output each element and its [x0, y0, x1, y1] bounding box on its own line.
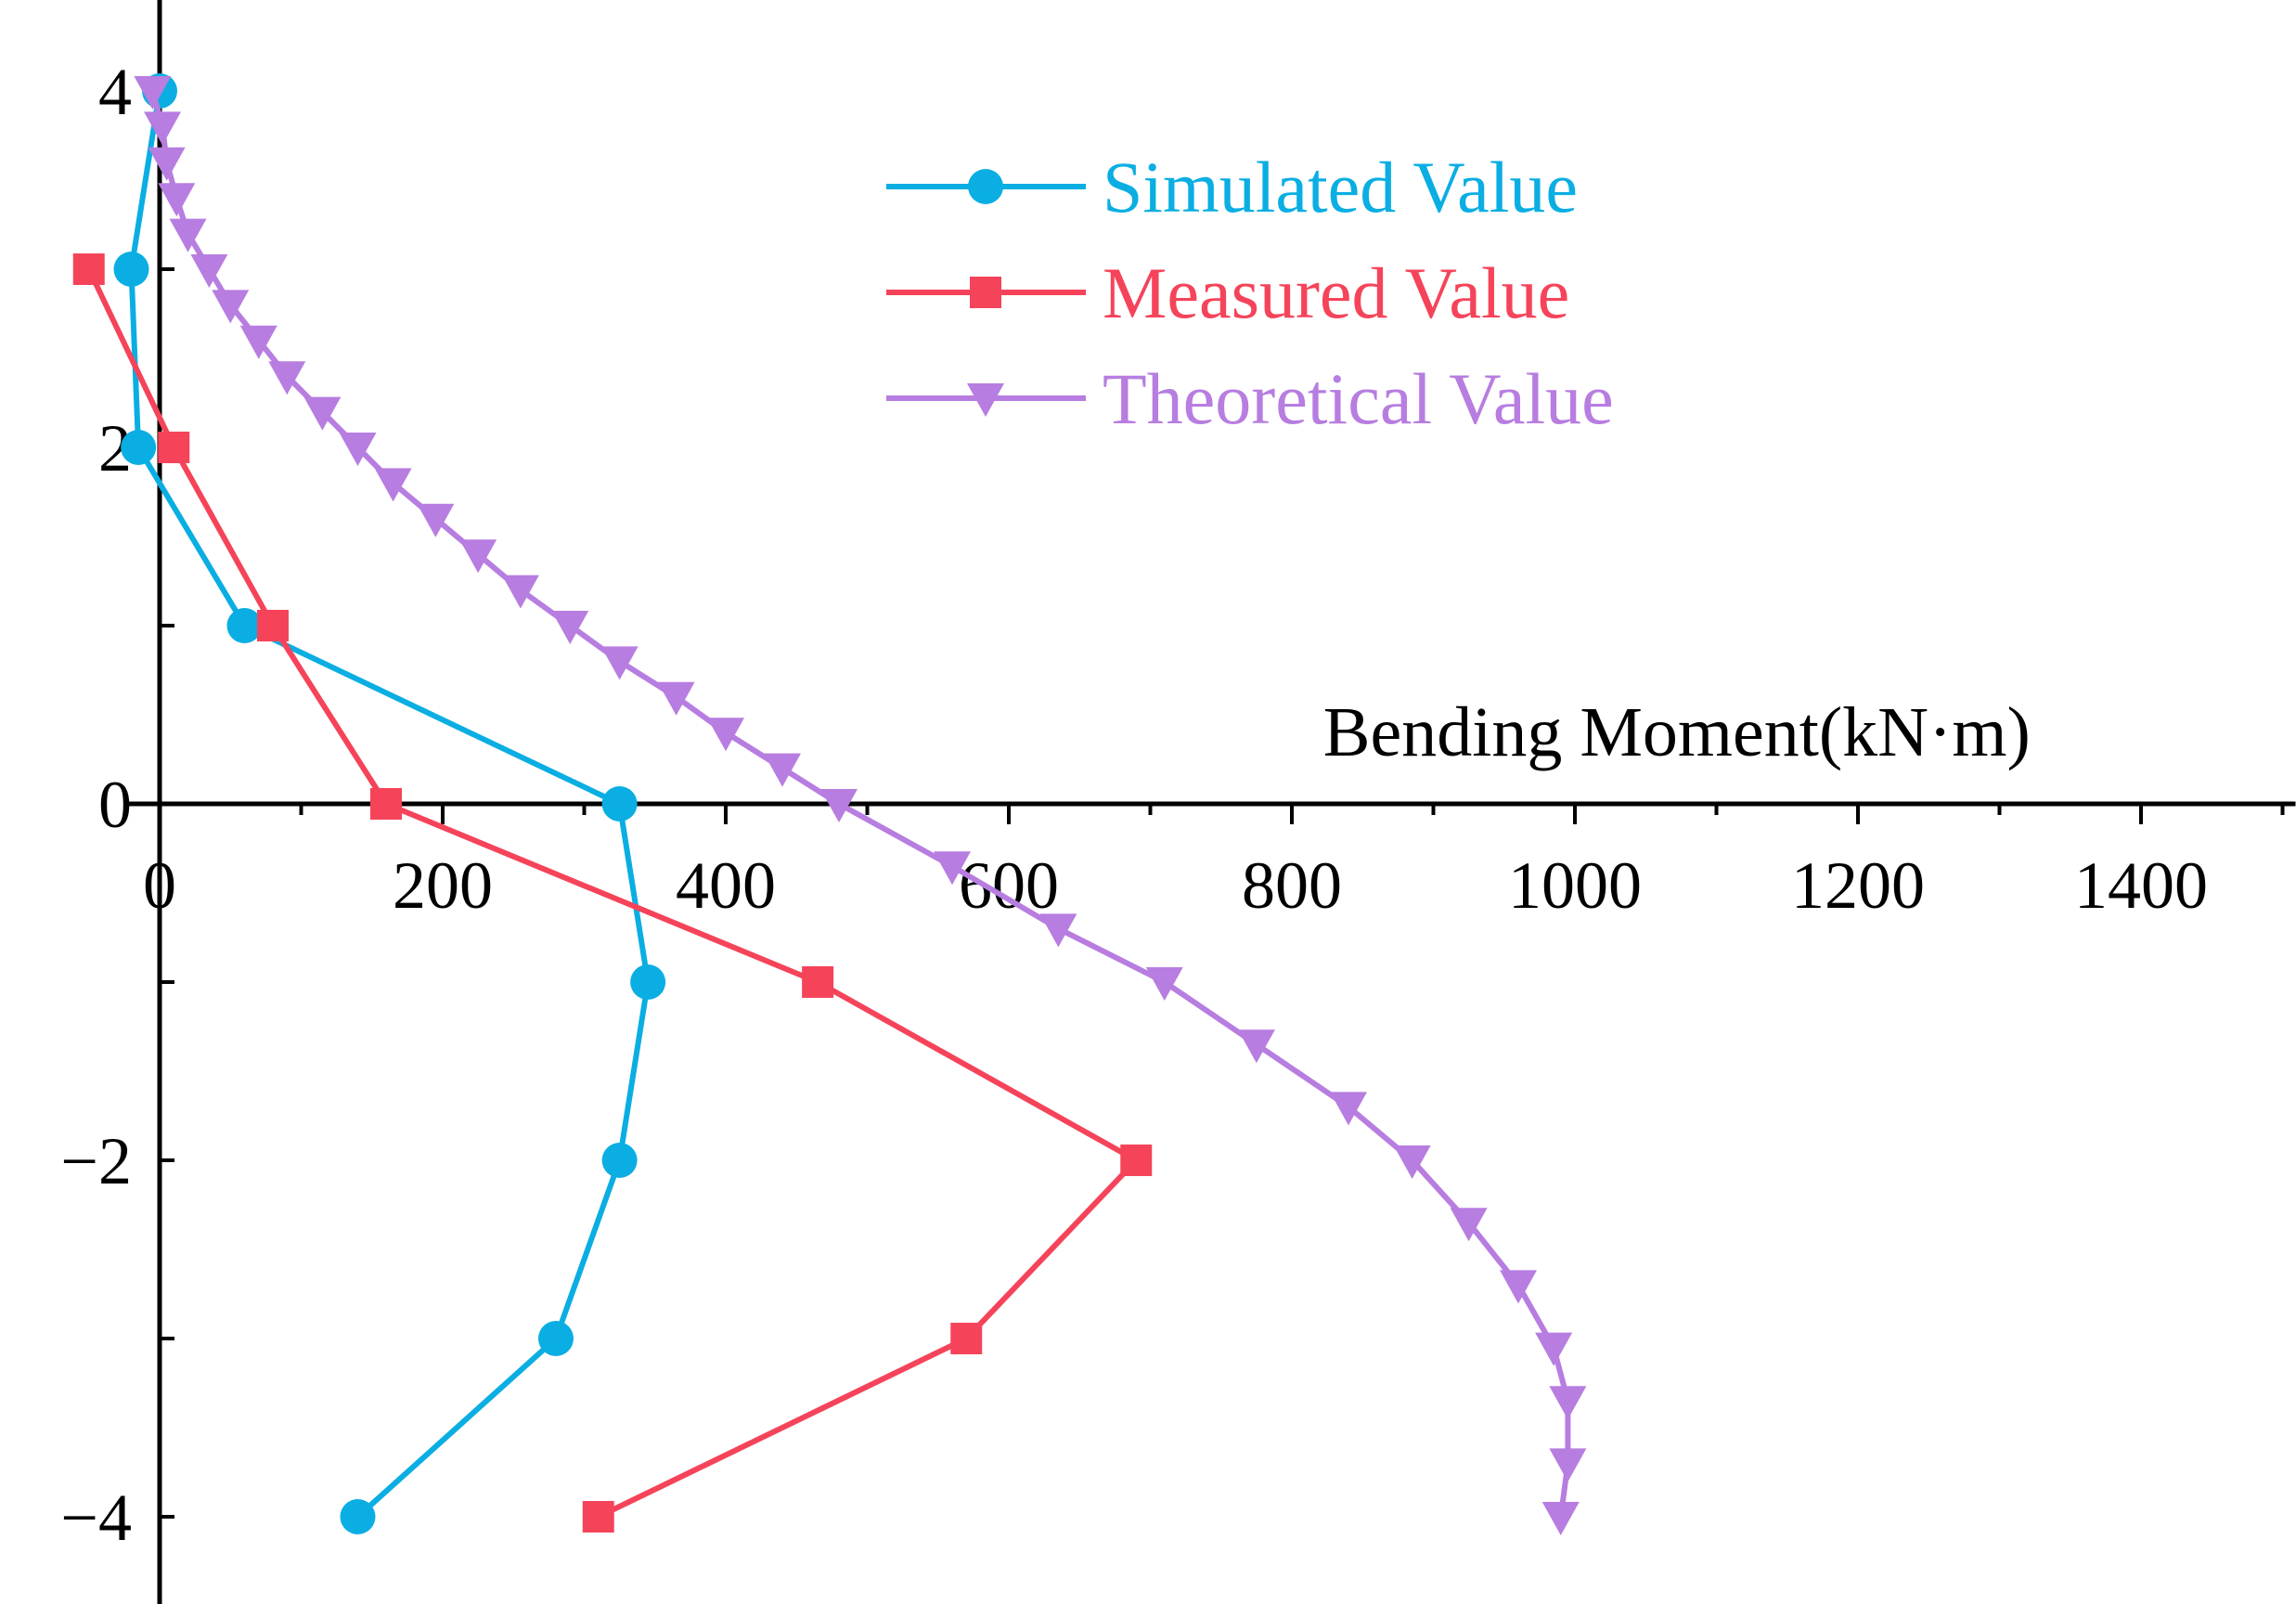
y-tick-label: −4 [60, 1481, 132, 1555]
data-point-theoretical-value [190, 254, 228, 288]
data-point-measured-value [950, 1323, 983, 1354]
data-point-theoretical-value [934, 851, 971, 886]
data-point-theoretical-value [144, 111, 182, 146]
legend-marker [968, 169, 1003, 204]
data-point-theoretical-value [551, 611, 589, 644]
data-point-theoretical-value [169, 218, 207, 252]
y-tick-label: −2 [60, 1124, 132, 1198]
x-tick-label: 1400 [2074, 848, 2208, 923]
y-tick-label: 4 [98, 55, 132, 129]
data-point-measured-value [802, 966, 834, 998]
legend-item-simulated-value: Simulated Value [886, 147, 1578, 227]
y-tick-label: 0 [98, 768, 132, 842]
data-point-theoretical-value [707, 718, 744, 752]
data-point-theoretical-value [1549, 1386, 1587, 1420]
data-point-simulated-value [121, 430, 157, 465]
data-point-theoretical-value [600, 646, 638, 680]
x-tick-label: 0 [143, 848, 176, 923]
data-point-theoretical-value [1145, 967, 1183, 1001]
data-point-theoretical-value [1450, 1208, 1488, 1242]
data-point-simulated-value [538, 1321, 574, 1356]
x-axis-title: Bending Moment(kN·m) [1323, 693, 2031, 771]
data-point-measured-value [370, 788, 402, 820]
x-tick-label: 800 [1242, 848, 1342, 923]
data-point-theoretical-value [134, 76, 172, 110]
x-tick-label: 1200 [1791, 848, 1925, 923]
data-point-theoretical-value [1393, 1145, 1431, 1179]
data-point-simulated-value [601, 786, 638, 821]
data-point-theoretical-value [1330, 1092, 1367, 1126]
data-point-theoretical-value [1549, 1448, 1587, 1482]
data-point-theoretical-value [1237, 1029, 1275, 1064]
legend-marker [967, 383, 1004, 417]
data-point-measured-value [257, 610, 289, 641]
legend-label: Theoretical Value [1103, 358, 1614, 439]
data-point-theoretical-value [417, 503, 455, 537]
legend-label: Measured Value [1103, 252, 1569, 333]
data-point-theoretical-value [459, 539, 497, 574]
data-point-measured-value [72, 253, 105, 285]
x-tick-label: 400 [676, 848, 776, 923]
x-tick-label: 1000 [1508, 848, 1642, 923]
data-point-simulated-value [340, 1499, 376, 1534]
x-tick-label: 600 [959, 848, 1059, 923]
x-tick-label: 200 [393, 848, 493, 923]
legend-label: Simulated Value [1103, 147, 1578, 227]
data-point-theoretical-value [303, 396, 342, 431]
data-point-theoretical-value [1500, 1270, 1537, 1304]
legend-item-theoretical-value: Theoretical Value [886, 358, 1614, 439]
data-point-theoretical-value [268, 361, 306, 395]
data-point-theoretical-value [1535, 1332, 1573, 1366]
series-theoretical-value [134, 76, 1587, 1535]
data-point-theoretical-value [501, 575, 539, 609]
data-point-theoretical-value [339, 433, 377, 466]
series-layer [72, 73, 1587, 1535]
data-point-measured-value [582, 1501, 614, 1533]
data-point-measured-value [1120, 1145, 1153, 1176]
data-point-theoretical-value [158, 183, 196, 217]
data-point-theoretical-value [148, 147, 186, 181]
data-point-simulated-value [630, 964, 666, 1000]
data-point-measured-value [158, 432, 190, 463]
series-measured-value [72, 253, 1153, 1533]
data-point-theoretical-value [374, 468, 412, 502]
data-point-theoretical-value [657, 681, 695, 716]
data-point-theoretical-value [820, 789, 858, 822]
data-point-theoretical-value [1541, 1502, 1580, 1535]
data-point-simulated-value [113, 252, 149, 287]
legend-marker [970, 277, 1001, 308]
series-line-measured-value [86, 267, 1140, 1520]
data-point-theoretical-value [1039, 913, 1077, 948]
data-point-theoretical-value [212, 290, 250, 324]
data-point-simulated-value [601, 1143, 638, 1178]
data-point-theoretical-value [239, 325, 277, 359]
data-point-theoretical-value [764, 753, 801, 787]
data-point-simulated-value [226, 608, 263, 643]
legend-item-measured-value: Measured Value [886, 252, 1569, 333]
